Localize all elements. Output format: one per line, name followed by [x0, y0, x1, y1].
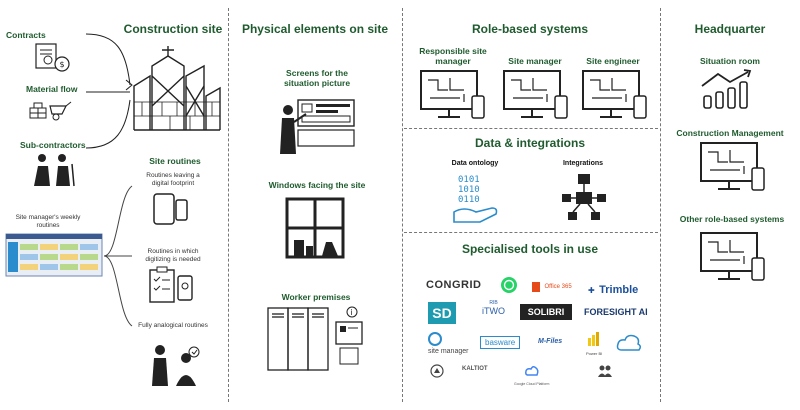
- heading-site-routines: Site routines: [149, 156, 201, 166]
- label-site-engineer: Site engineer: [586, 56, 640, 66]
- trimble-mark-icon: ✚: [588, 286, 595, 295]
- divider-1: [228, 8, 229, 402]
- heading-headquarter: Headquarter: [694, 22, 766, 36]
- logo-basware: basware: [480, 336, 521, 349]
- monitor-site-manager-icon: [503, 70, 568, 119]
- situation-room-chart-icon: [701, 69, 752, 109]
- heading-physical-elements: Physical elements on site: [241, 22, 389, 36]
- sitemanager-mark-icon: [428, 332, 442, 346]
- divider-role-data: [404, 128, 658, 129]
- lockers-icon: i: [267, 306, 363, 371]
- whatsapp-icon: [501, 277, 517, 293]
- heading-construction-site: Construction site: [123, 22, 223, 36]
- divider-data-tools: [404, 232, 658, 233]
- routines-bracket: [103, 185, 133, 327]
- label-windows: Windows facing the site: [268, 180, 366, 190]
- powerbi-logo: Power BI: [586, 332, 602, 356]
- logo-sd: SD: [428, 302, 456, 324]
- label-contracts: Contracts: [6, 30, 46, 40]
- logo-foresight: FORESIGHT AI: [584, 307, 648, 317]
- svg-text:i: i: [351, 308, 353, 317]
- google-cloud-label: Google Cloud Platform: [514, 382, 550, 386]
- tool-circle-icon: [430, 364, 444, 378]
- label-integrations: Integrations: [562, 160, 604, 167]
- logo-congrid: CONGRID: [426, 279, 482, 291]
- svg-text:0101: 0101: [458, 175, 480, 185]
- heading-role-based-systems: Role-based systems: [471, 22, 589, 36]
- logo-kaltiot: KALTIOT: [462, 366, 488, 372]
- connector-lines: [85, 33, 133, 149]
- label-data-ontology: Data ontology: [451, 160, 499, 167]
- window-icon: [285, 197, 345, 259]
- workers-icon: [34, 154, 75, 187]
- label-material-flow: Material flow: [26, 84, 78, 94]
- data-ontology-icon: 0101 1010 0110: [453, 175, 498, 223]
- tablet-phone-icon: [153, 193, 188, 225]
- label-weekly-routines: Site manager's weekly routines: [15, 214, 81, 229]
- label-screens: Screens for the situation picture: [283, 68, 351, 88]
- logo-solibri: SOLIBRI: [520, 304, 572, 320]
- label-routines-digitizing: Routines in which digitizing is needed: [145, 248, 201, 263]
- itwo-logo: RIB iTWO: [482, 300, 505, 316]
- trimble-label: Trimble: [599, 284, 639, 296]
- wheelbarrow-bricks-icon: [29, 101, 72, 121]
- office365-label: Office 365: [544, 283, 572, 290]
- analog-people-icon: [152, 345, 200, 386]
- itwo-rib-label: RIB: [489, 300, 498, 306]
- google-cloud-mark-icon: [524, 365, 539, 376]
- monitor-site-engineer-icon: [582, 70, 647, 119]
- contract-icon: $: [35, 43, 70, 72]
- sitemanager-logo: site manager: [428, 332, 468, 355]
- building-construction-icon: [133, 46, 221, 131]
- heading-data-integrations: Data & integrations: [474, 136, 585, 150]
- monitor-responsible-icon: [420, 70, 485, 119]
- label-worker-premises: Worker premises: [281, 292, 351, 302]
- monitor-construction-mgmt-icon: [700, 142, 765, 191]
- sitemanager-label: site manager: [428, 348, 469, 355]
- label-responsible-site-manager: Responsible site manager: [419, 46, 487, 66]
- divider-2: [402, 8, 403, 402]
- trimble-logo: ✚ Trimble: [588, 280, 638, 298]
- monitor-other-systems-icon: [700, 232, 765, 281]
- label-routines-digital: Routines leaving a digital footprint: [146, 172, 200, 187]
- office365-logo: Office 365: [532, 278, 572, 296]
- svg-text:$: $: [60, 60, 65, 69]
- label-routines-analogical: Fully analogical routines: [138, 322, 208, 329]
- itwo-label: iTWO: [482, 306, 505, 316]
- svg-text:1010: 1010: [458, 185, 480, 195]
- logo-mfiles: M-Files: [538, 338, 563, 345]
- screens-situation-icon: [280, 99, 355, 154]
- label-situation-room: Situation room: [700, 56, 760, 66]
- powerbi-label: Power BI: [586, 351, 603, 356]
- integrations-network-icon: [562, 174, 606, 220]
- checklist-phone-icon: [149, 266, 193, 303]
- weekly-routines-thumbnail: [5, 233, 103, 277]
- divider-3: [660, 8, 661, 402]
- label-subcontractors: Sub-contractors: [20, 140, 86, 150]
- powerbi-bars-icon: [588, 332, 600, 346]
- tool-people-icon: [598, 365, 612, 377]
- cloud-icon: [616, 334, 642, 351]
- label-other-role-based-systems: Other role-based systems: [679, 214, 785, 224]
- heading-specialised-tools: Specialised tools in use: [461, 242, 599, 256]
- label-construction-management: Construction Management: [676, 128, 784, 138]
- google-cloud-logo: Google Cloud Platform: [514, 364, 549, 386]
- label-site-manager: Site manager: [508, 56, 562, 66]
- svg-text:0110: 0110: [458, 195, 480, 205]
